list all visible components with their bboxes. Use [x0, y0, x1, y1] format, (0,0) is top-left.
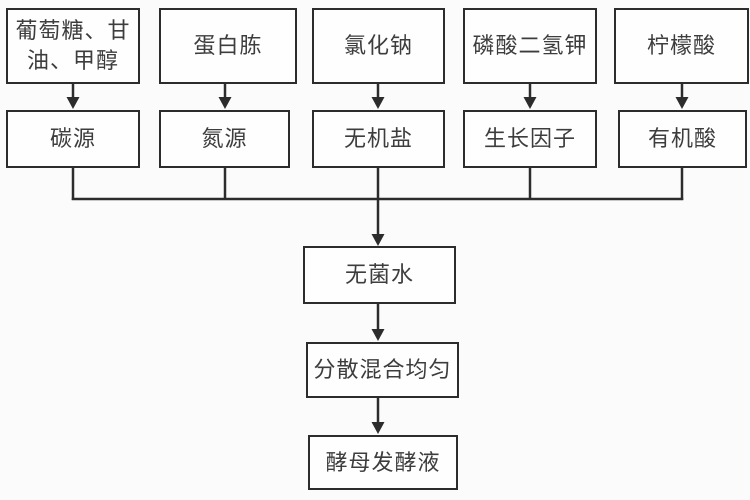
node-label: 氯化钠	[343, 33, 413, 59]
arrow-mix-to-broth	[371, 398, 385, 434]
node-label: 无菌水	[344, 262, 414, 288]
arrow-source-to-category-1	[66, 84, 80, 109]
glucose-glycerol-methanol-node: 葡萄糖、甘油、甲醇	[6, 8, 140, 84]
arrow-sterile-water-to-mix	[371, 304, 385, 341]
arrow-source-to-category-5	[675, 84, 689, 109]
node-label: 碳源	[49, 126, 96, 152]
mix-evenly-node: 分散混合均匀	[306, 342, 459, 398]
peptone-node: 蛋白胨	[159, 8, 297, 84]
arrow-source-to-category-2	[218, 84, 232, 109]
node-label: 蛋白胨	[193, 33, 263, 59]
arrow-source-to-category-4	[523, 84, 537, 109]
sodium-chloride-node: 氯化钠	[312, 8, 445, 84]
growth-factor-node: 生长因子	[463, 110, 597, 168]
node-label: 酵母发酵液	[325, 449, 441, 475]
citric-acid-node: 柠檬酸	[614, 8, 749, 84]
arrow-source-to-category-3	[371, 84, 385, 109]
inorganic-salt-node: 无机盐	[312, 110, 445, 168]
nitrogen-source-node: 氮源	[159, 110, 290, 168]
arrow-bus-to-sterile-water	[371, 199, 385, 246]
node-label: 无机盐	[343, 126, 413, 152]
organic-acid-node: 有机酸	[618, 110, 747, 168]
node-label: 柠檬酸	[646, 33, 716, 59]
node-label: 磷酸二氢钾	[472, 33, 588, 59]
node-label: 生长因子	[483, 126, 576, 152]
node-label: 氮源	[201, 126, 248, 152]
yeast-fermentation-broth-node: 酵母发酵液	[308, 435, 458, 490]
potassium-dihydrogen-phosphate-node: 磷酸二氢钾	[463, 8, 597, 84]
carbon-source-node: 碳源	[6, 110, 140, 168]
node-label: 分散混合均匀	[313, 357, 452, 383]
sterile-water-node: 无菌水	[303, 246, 456, 304]
node-label: 有机酸	[647, 126, 717, 152]
node-label: 葡萄糖、甘油、甲醇	[15, 18, 131, 73]
